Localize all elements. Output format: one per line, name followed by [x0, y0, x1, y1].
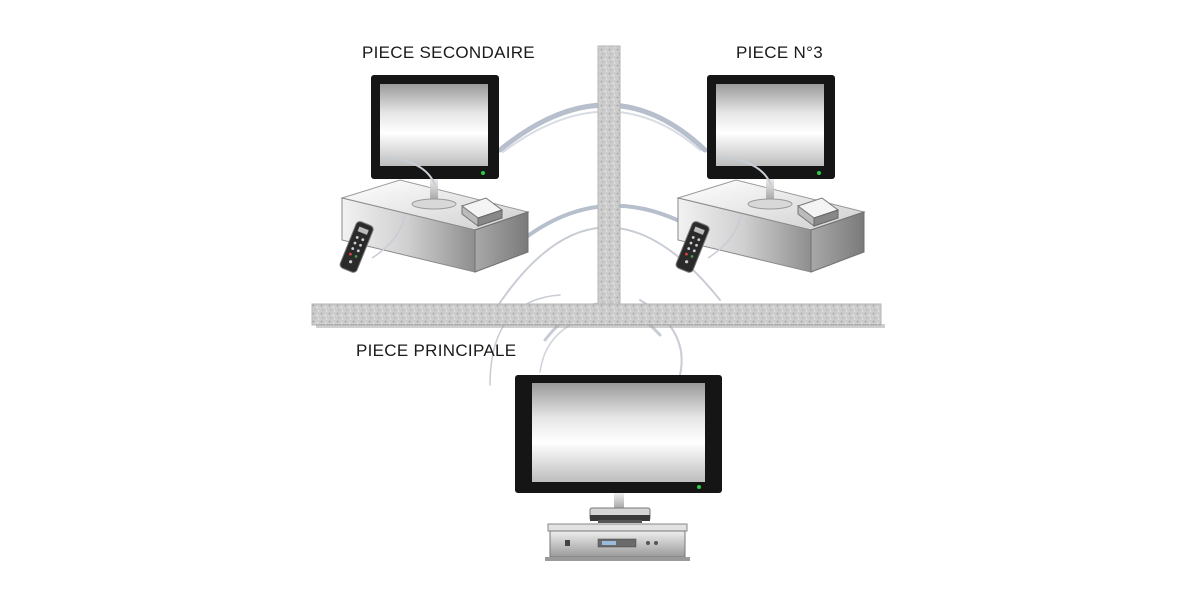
receiver-icon — [340, 179, 530, 273]
tv-icon — [515, 375, 722, 511]
main-room-setup — [515, 375, 722, 561]
power-led — [481, 171, 485, 175]
remote-control-icon — [675, 221, 710, 273]
remote-control-icon — [339, 221, 374, 273]
wall-vertical — [597, 45, 621, 309]
power-led — [817, 171, 821, 175]
third-room-setup — [675, 75, 866, 273]
secondary-room-setup — [339, 75, 530, 273]
wall-horizontal — [311, 303, 882, 326]
label-third-room: PIECE N°3 — [736, 43, 823, 62]
label-secondary-room: PIECE SECONDAIRE — [362, 43, 535, 62]
tv-icon — [707, 75, 835, 210]
tv-icon — [371, 75, 499, 210]
label-main-room: PIECE PRINCIPALE — [356, 341, 517, 360]
power-led — [697, 485, 701, 489]
media-player-icon — [589, 507, 651, 523]
receiver-icon — [545, 523, 690, 561]
